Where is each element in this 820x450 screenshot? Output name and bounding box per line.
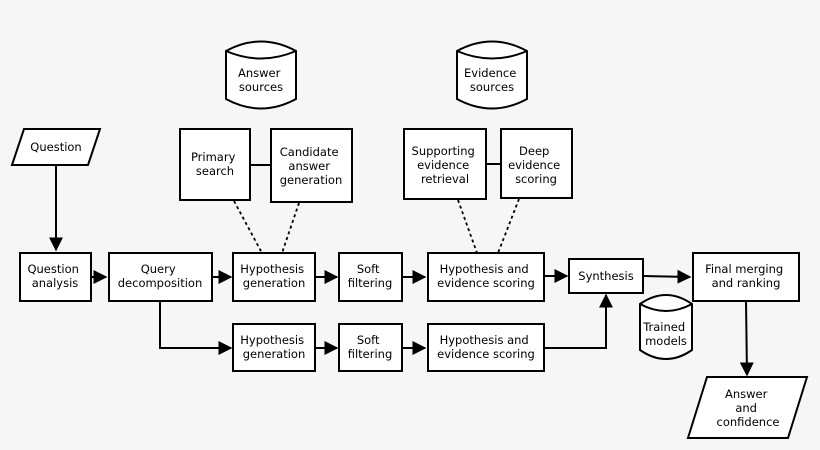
soft-filtering-1-label-line-1: Soft bbox=[357, 262, 380, 276]
question-label: Question bbox=[30, 140, 81, 154]
question-node: Question bbox=[10, 128, 102, 166]
hypothesis-scoring-2-label-line-1: Hypothesis and bbox=[440, 333, 529, 347]
dashed-deep-evidence-to-scoring bbox=[497, 198, 520, 254]
answer-sources-label-line-1: Answer bbox=[238, 66, 281, 80]
deep-evidence-label-line-3: scoring bbox=[515, 172, 557, 186]
answer-confidence-label-line-3: confidence bbox=[717, 415, 780, 429]
question-analysis-node: Question analysis bbox=[19, 252, 92, 302]
hypothesis-scoring-2-label-line-2: evidence scoring bbox=[437, 347, 535, 361]
answer-sources-label-line-2: sources bbox=[239, 80, 283, 94]
deep-evidence-label-line-2: evidence bbox=[508, 158, 560, 172]
soft-filtering-node-2: Soft filtering bbox=[338, 323, 403, 372]
hypothesis-generation-node-1: Hypothesis generation bbox=[232, 252, 316, 302]
supporting-evidence-label-line-1: Supporting bbox=[412, 144, 475, 158]
deep-evidence-label-line-1: Deep bbox=[519, 144, 549, 158]
svg-text:Synthesis: Synthesis bbox=[578, 269, 633, 283]
svg-text:Answer and confide: Answer and confidence bbox=[717, 387, 780, 429]
svg-text:Deep evidence scor: Deep evidence scoring bbox=[508, 144, 564, 186]
dashed-primary-search-to-generation bbox=[233, 200, 263, 254]
primary-search-node: Primary search bbox=[179, 128, 251, 201]
soft-filtering-node-1: Soft filtering bbox=[338, 252, 403, 302]
evidence-sources-label-line-2: sources bbox=[470, 80, 514, 94]
arrow-scoring-2-to-synthesis bbox=[544, 293, 613, 349]
answer-sources-database: Answer sources bbox=[225, 40, 297, 110]
final-merging-label-line-1: Final merging bbox=[705, 262, 783, 276]
svg-text:Hypothesis generation: Hypothesis generation bbox=[240, 333, 308, 361]
trained-models-label-line-2: models bbox=[645, 334, 687, 348]
candidate-answer-generation-label-line-2: answer bbox=[288, 159, 330, 173]
soft-filtering-2-label-line-1: Soft bbox=[357, 333, 380, 347]
svg-text:Supporting evidence: Supporting evidence retrieval bbox=[412, 144, 479, 186]
svg-text:Soft filtering: Soft filtering bbox=[348, 262, 393, 290]
svg-text:Final merging and rankin: Final merging and ranking bbox=[705, 262, 787, 290]
candidate-answer-generation-label-line-3: generation bbox=[280, 173, 343, 187]
dashed-candidate-to-generation bbox=[281, 202, 300, 254]
svg-text:Primary search: Primary search bbox=[191, 150, 239, 178]
trained-models-label-line-1: Trained bbox=[642, 320, 685, 334]
hypothesis-generation-node-2: Hypothesis generation bbox=[232, 323, 316, 372]
answer-confidence-node: Answer and confidence bbox=[686, 376, 809, 439]
candidate-answer-generation-node: Candidate answer generation bbox=[270, 128, 353, 203]
svg-text:Soft filtering: Soft filtering bbox=[348, 333, 393, 361]
dashed-supporting-to-scoring bbox=[457, 199, 478, 254]
synthesis-node: Synthesis bbox=[568, 258, 644, 294]
hypothesis-generation-2-label-line-1: Hypothesis bbox=[240, 333, 304, 347]
hypothesis-generation-2-label-line-2: generation bbox=[243, 347, 306, 361]
svg-text:Query decomposition: Query decomposition bbox=[118, 262, 203, 290]
answer-confidence-label-line-2: and bbox=[735, 401, 757, 415]
svg-text:Hypothesis generation: Hypothesis generation bbox=[240, 262, 308, 290]
evidence-sources-label-line-1: Evidence bbox=[464, 66, 516, 80]
hypothesis-scoring-node-1: Hypothesis and evidence scoring bbox=[427, 252, 545, 302]
query-decomposition-label-line-2: decomposition bbox=[118, 276, 203, 290]
question-analysis-label-line-1: Question bbox=[27, 262, 78, 276]
connectors bbox=[49, 163, 754, 377]
svg-text:Candidate answer g: Candidate answer generation bbox=[280, 145, 343, 187]
arrow-decomposition-to-generation-2 bbox=[159, 301, 233, 355]
svg-text:Question analysis: Question analysis bbox=[27, 262, 82, 290]
primary-search-label-line-1: Primary bbox=[191, 150, 236, 164]
deep-evidence-scoring-node: Deep evidence scoring bbox=[500, 128, 573, 199]
supporting-evidence-retrieval-node: Supporting evidence retrieval bbox=[403, 128, 487, 200]
hypothesis-generation-1-label-line-2: generation bbox=[243, 276, 306, 290]
svg-text:Trained models: Trained models bbox=[642, 320, 689, 348]
soft-filtering-1-label-line-2: filtering bbox=[348, 276, 393, 290]
arrow-synthesis-to-final-merging bbox=[642, 269, 692, 284]
svg-text:Question: Question bbox=[30, 140, 81, 154]
query-decomposition-node: Query decomposition bbox=[108, 252, 213, 302]
supporting-evidence-label-line-3: retrieval bbox=[421, 172, 469, 186]
hypothesis-generation-1-label-line-1: Hypothesis bbox=[240, 262, 304, 276]
final-merging-label-line-2: and ranking bbox=[712, 276, 781, 290]
trained-models-database: Trained models bbox=[639, 294, 693, 360]
primary-search-label-line-2: search bbox=[196, 164, 234, 178]
svg-text:Answer sources: Answer sources bbox=[238, 66, 284, 94]
question-analysis-label-line-2: analysis bbox=[32, 276, 79, 290]
hypothesis-scoring-1-label-line-2: evidence scoring bbox=[437, 276, 535, 290]
hypothesis-scoring-node-2: Hypothesis and evidence scoring bbox=[427, 323, 545, 372]
svg-text:Evidence sources: Evidence sources bbox=[464, 66, 520, 94]
final-merging-node: Final merging and ranking bbox=[692, 252, 800, 302]
svg-text:Hypothesis and evidence: Hypothesis and evidence scoring bbox=[437, 262, 535, 290]
candidate-answer-generation-label-line-1: Candidate bbox=[280, 145, 339, 159]
query-decomposition-label-line-1: Query bbox=[141, 262, 176, 276]
arrow-final-merging-to-answer bbox=[739, 300, 754, 377]
synthesis-label: Synthesis bbox=[578, 269, 633, 283]
evidence-sources-database: Evidence sources bbox=[456, 40, 528, 110]
supporting-evidence-label-line-2: evidence bbox=[417, 158, 469, 172]
svg-text:Hypothesis and evidence: Hypothesis and evidence scoring bbox=[437, 333, 535, 361]
soft-filtering-2-label-line-2: filtering bbox=[348, 347, 393, 361]
hypothesis-scoring-1-label-line-1: Hypothesis and bbox=[440, 262, 529, 276]
answer-confidence-label-line-1: Answer bbox=[725, 387, 768, 401]
